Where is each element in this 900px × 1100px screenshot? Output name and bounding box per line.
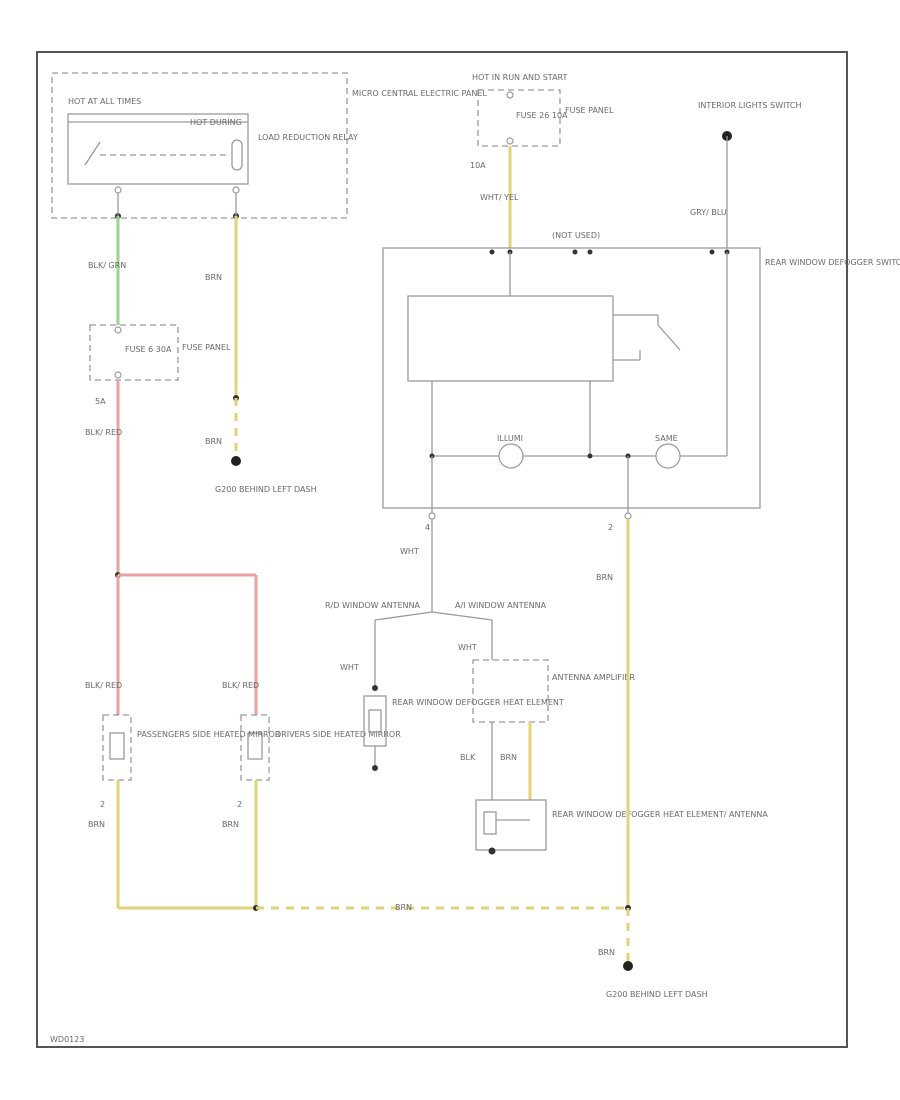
rear-window-defogger-switch-label: REAR WINDOW DEFOGGER SWITCH bbox=[765, 258, 900, 267]
rear-window-antenna-label: R/D WINDOW ANTENNA bbox=[325, 601, 420, 610]
rear-window-defogger-heat-element-antenna-label: REAR WINDOW DEFOGGER HEAT ELEMENT/ ANTEN… bbox=[552, 810, 768, 819]
relay-coil-icon bbox=[231, 139, 243, 171]
wht-label: WHT bbox=[400, 547, 419, 556]
wht-b-label: WHT bbox=[340, 663, 359, 672]
passengers-side-heated-mirror-label: PASSENGERS SIDE HEATED MIRROR bbox=[137, 730, 281, 739]
pin-2-right-label: 2 bbox=[608, 523, 613, 532]
defogger-switch-contact-icon bbox=[657, 324, 681, 351]
brn-f-label: BRN bbox=[222, 820, 239, 829]
micro-central-electric-panel-label: MICRO CENTRAL ELECTRIC PANEL bbox=[352, 89, 487, 98]
antenna-amplifier-label: ANTENNA AMPLIFIER bbox=[552, 673, 635, 682]
g200-bottom-ground-icon bbox=[623, 961, 633, 971]
brn-e-label: BRN bbox=[88, 820, 105, 829]
drivers-side-heated-mirror-label: DRIVERS SIDE HEATED MIRROR bbox=[275, 730, 401, 739]
hot-during-label: HOT DURING bbox=[190, 118, 242, 127]
antenna-amplifier-box bbox=[472, 659, 549, 723]
hot-at-all-times-label: HOT AT ALL TIMES bbox=[68, 97, 141, 106]
rear-window-defogger-heat-element-antenna-box bbox=[475, 799, 547, 851]
blk-red-c-label: BLK/ RED bbox=[222, 681, 259, 690]
pin-2-drv-label: 2 bbox=[237, 800, 242, 809]
g200-left-ground-icon bbox=[231, 456, 241, 466]
diagram-frame bbox=[36, 51, 848, 1048]
fuse-panel-top-box bbox=[477, 89, 561, 147]
blk-red-a-label: BLK/ RED bbox=[85, 428, 122, 437]
brn-bottom-label: BRN bbox=[395, 903, 412, 912]
interior-lights-switch-label: INTERIOR LIGHTS SWITCH bbox=[698, 101, 802, 110]
wht-c-label: WHT bbox=[458, 643, 477, 652]
ant-window-antenna-label: A/I WINDOW ANTENNA bbox=[455, 601, 547, 610]
hot-in-run-label: HOT IN RUN AND START bbox=[472, 73, 568, 82]
pin-4-label: 4 bbox=[425, 523, 430, 532]
illumi-lamp-icon bbox=[498, 443, 524, 469]
fuse-panel-left-label: FUSE PANEL bbox=[182, 343, 231, 352]
blk-red-b-label: BLK/ RED bbox=[85, 681, 122, 690]
blk-label: BLK bbox=[460, 753, 476, 762]
wht-yel-label: WHT/ YEL bbox=[480, 193, 519, 202]
same-lamp-icon bbox=[655, 443, 681, 469]
gry-blu-label: GRY/ BLU bbox=[690, 208, 727, 217]
relay-switch-icon bbox=[84, 141, 101, 166]
fuse-panel-left-box bbox=[89, 324, 179, 381]
fuse-panel-top-label: FUSE PANEL bbox=[565, 106, 614, 115]
load-reduction-relay-box bbox=[67, 113, 249, 185]
g200-left-label: G200 BEHIND LEFT DASH bbox=[215, 485, 317, 494]
not-used-label: (NOT USED) bbox=[552, 231, 600, 240]
brn-c-label: BRN bbox=[596, 573, 613, 582]
passengers-side-heated-mirror-box bbox=[102, 714, 132, 781]
blk-grn-label: BLK/ GRN bbox=[88, 261, 126, 270]
fuse-26-label: FUSE 26 10A bbox=[516, 111, 568, 120]
wire-5a-label: 5A bbox=[95, 397, 106, 406]
defogger-control-module-box bbox=[407, 295, 614, 382]
drivers-side-heated-mirror-box bbox=[240, 714, 270, 781]
rear-window-defogger-switch-box bbox=[382, 247, 761, 509]
wire-10a-label: 10A bbox=[470, 161, 486, 170]
micro-central-electric-panel-box bbox=[51, 72, 348, 219]
brn-a-label: BRN bbox=[205, 273, 222, 282]
same-label: SAME bbox=[655, 434, 678, 443]
brn-b-label: BRN bbox=[205, 437, 222, 446]
load-reduction-relay-label: LOAD REDUCTION RELAY bbox=[258, 133, 358, 142]
illumi-label: ILLUMI bbox=[497, 434, 523, 443]
brn-g-label: BRN bbox=[598, 948, 615, 957]
rear-window-defogger-heat-element-label: REAR WINDOW DEFOGGER HEAT ELEMENT bbox=[392, 698, 564, 707]
pin-2-pass-label: 2 bbox=[100, 800, 105, 809]
figure-id-label: WD0123 bbox=[50, 1035, 84, 1044]
fuse-6-label: FUSE 6 30A bbox=[125, 345, 172, 354]
brn-d-label: BRN bbox=[500, 753, 517, 762]
g200-bottom-label: G200 BEHIND LEFT DASH bbox=[606, 990, 708, 999]
